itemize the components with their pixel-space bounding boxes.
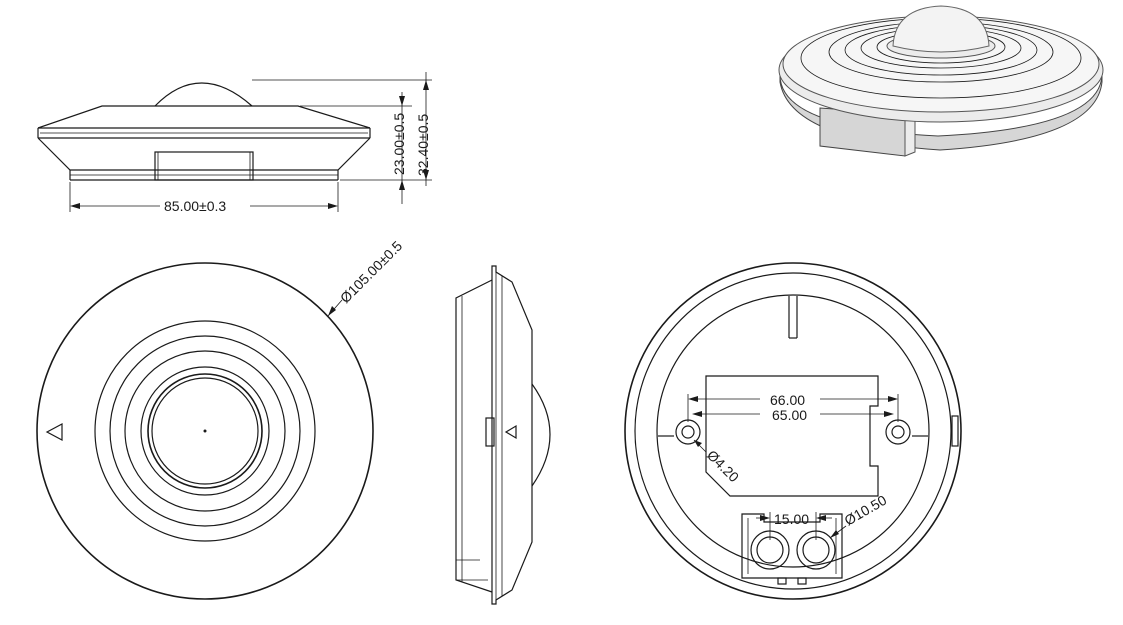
knockout-spacing-label: 15.00 bbox=[774, 511, 809, 527]
top-view: Ø105.00±0.5 bbox=[36, 237, 406, 600]
dimension-width: 85.00±0.3 bbox=[69, 182, 339, 214]
dimension-heights: 23.00±0.5 32.40±0.5 bbox=[252, 72, 432, 204]
hole-diameter-label: Ø4.20 bbox=[704, 447, 742, 485]
front-elevation-view bbox=[37, 82, 371, 181]
diameter-label: Ø105.00±0.5 bbox=[337, 237, 406, 306]
knockout-diameter-label: Ø10.50 bbox=[842, 492, 890, 529]
height-body-label: 23.00±0.5 bbox=[391, 113, 407, 175]
height-total-label: 32.40±0.5 bbox=[415, 114, 431, 176]
triangle-left-icon bbox=[45, 423, 63, 441]
hole-spacing-inner-label: 65.00 bbox=[772, 407, 807, 423]
triangle-left-icon bbox=[504, 424, 517, 440]
hole-spacing-outer-label: 66.00 bbox=[770, 392, 805, 408]
isometric-render bbox=[778, 5, 1104, 157]
bottom-view bbox=[624, 262, 962, 600]
side-view bbox=[455, 265, 551, 605]
width-label: 85.00±0.3 bbox=[164, 198, 226, 214]
bottom-view-dimensions: 66.00 65.00 Ø4.20 15.00 Ø10.50 bbox=[687, 392, 899, 540]
